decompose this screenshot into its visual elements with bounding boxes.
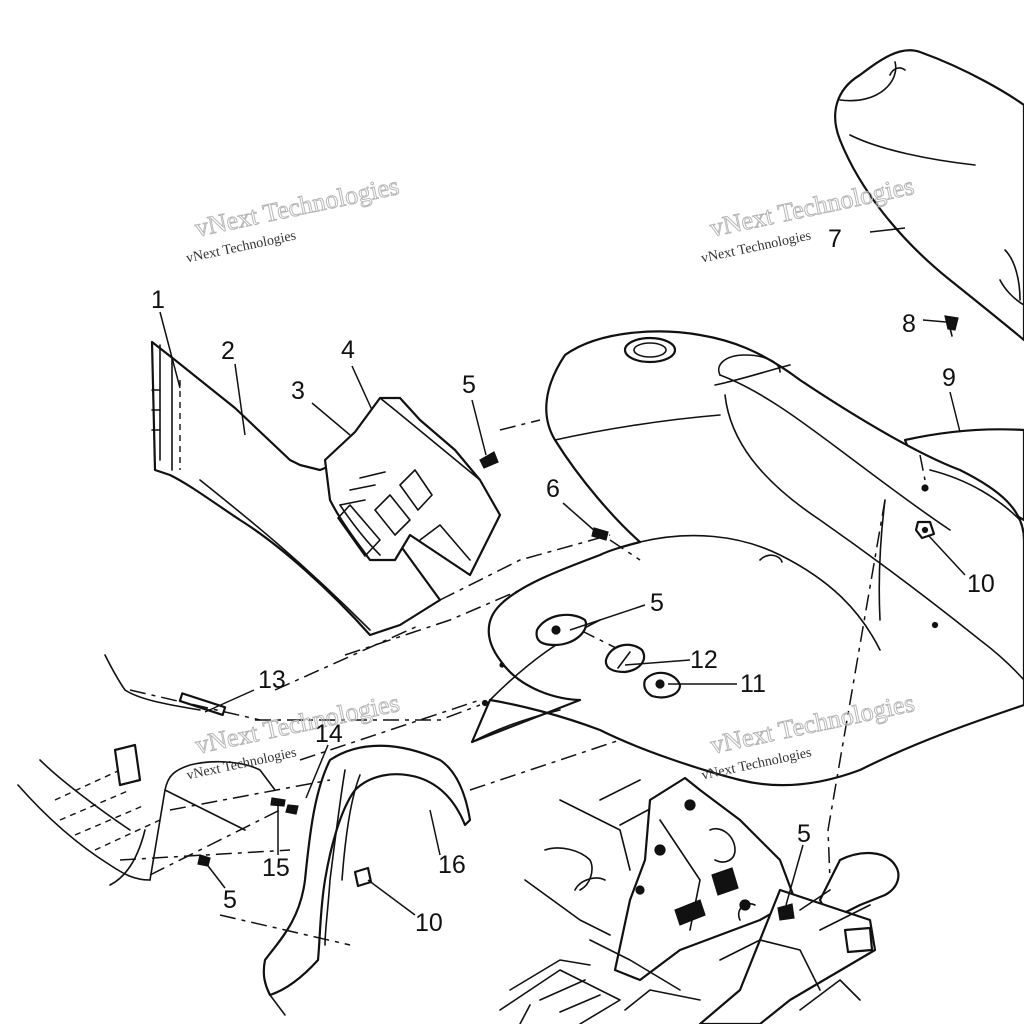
callout-2: 2	[221, 337, 235, 365]
watermark-large: vNext Technologies	[192, 171, 401, 243]
callout-5-body: 5	[650, 589, 664, 617]
callout-11: 11	[740, 670, 766, 698]
callout-10-lower: 10	[415, 909, 443, 937]
callout-13: 13	[258, 666, 286, 694]
callout-14: 14	[315, 720, 343, 748]
callout-1: 1	[151, 286, 165, 314]
leader-lines	[159, 227, 966, 916]
callout-8: 8	[902, 310, 916, 338]
frame-assembly	[499, 776, 900, 1024]
callout-7: 7	[828, 225, 842, 253]
fasteners	[197, 315, 959, 921]
callout-5-frame: 5	[797, 820, 811, 848]
callout-16: 16	[438, 851, 466, 879]
callout-5-lower-left: 5	[223, 886, 237, 914]
callout-3: 3	[291, 377, 305, 405]
callout-15: 15	[262, 854, 290, 882]
part-7-seat-cover	[834, 49, 1024, 342]
part-16-fender-flare	[262, 744, 472, 1016]
part-3-footwell-panel	[323, 396, 502, 577]
callout-4: 4	[341, 336, 355, 364]
main-body-fender	[470, 330, 1024, 787]
callout-9: 9	[942, 364, 956, 392]
callout-labels: 1 2 3 4 5 6 5 7 8 9 10 12 11 13 14 15 5 …	[151, 225, 995, 937]
callout-12: 12	[690, 646, 718, 674]
callout-6: 6	[546, 475, 560, 503]
assembly-lines	[119, 419, 926, 946]
watermark-group-1: vNext Technologies vNext Technologies	[185, 171, 402, 267]
callout-10-right: 10	[967, 570, 995, 598]
callout-5-upper: 5	[462, 371, 476, 399]
